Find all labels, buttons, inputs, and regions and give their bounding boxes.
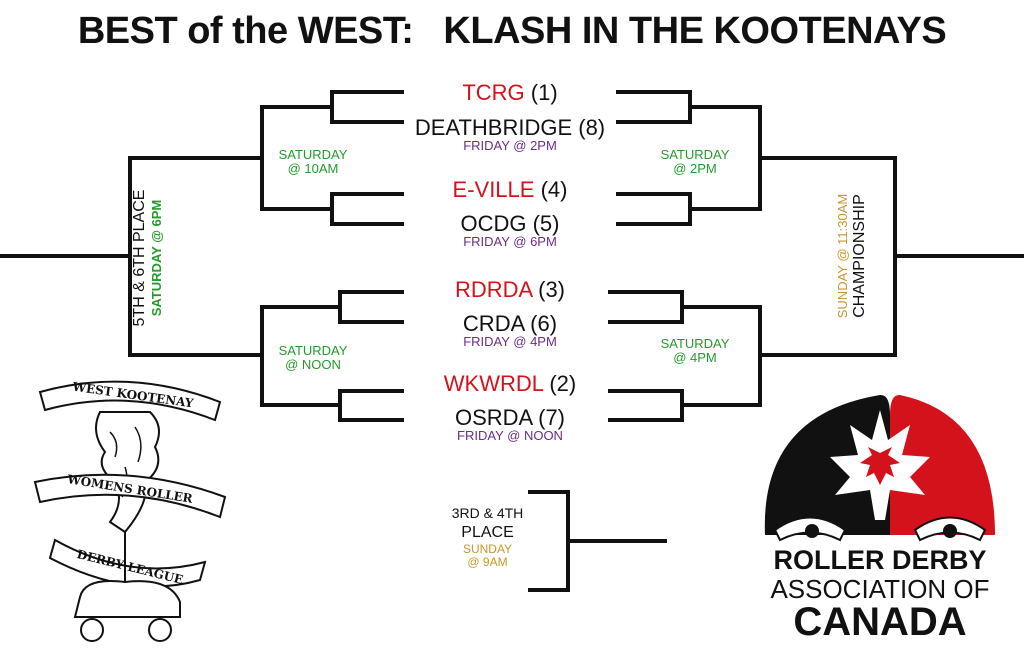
rdac-line2: ASSOCIATION OF (770, 574, 990, 604)
qf4-team1: WKWRDL (2) (380, 371, 640, 397)
championship-title: CHAMPIONSHIP (851, 194, 868, 318)
game-time: @ NOON (285, 357, 341, 372)
game-day: SATURDAY (660, 147, 730, 162)
game-day: SUNDAY (462, 542, 513, 556)
qf3-time: FRIDAY @ 4PM (463, 334, 557, 349)
fifth-place-time: SATURDAY @ 6PM (149, 168, 164, 348)
qf1-team2: DEATHBRIDGE (8) (380, 115, 640, 141)
third-place-line2: PLACE (461, 524, 514, 541)
game-day: SATURDAY (660, 336, 730, 351)
team-seed: (7) (538, 405, 566, 430)
team-name: DEATHBRIDGE (414, 115, 573, 140)
rdac-helmet-logo (764, 394, 995, 542)
qf1-team1: TCRG (1) (380, 80, 640, 106)
fifth-place-label: 5TH & 6TH PLACE SATURDAY @ 6PM (130, 168, 174, 348)
wk-logo-art (33, 380, 227, 642)
semi-bottom-label: SATURDAY @ 4PM (650, 337, 740, 365)
game-time: @ 4PM (673, 350, 717, 365)
cons-semi-top-label: SATURDAY @ 10AM (268, 148, 358, 176)
rdac-line1: ROLLER DERBY (773, 545, 987, 575)
wk-skate (73, 580, 181, 618)
qf2-team2: OCDG (5) (380, 211, 640, 237)
fifth-place-title: 5TH & 6TH PLACE (131, 189, 148, 327)
qf4-time: FRIDAY @ NOON (457, 428, 563, 443)
team-seed: (3) (538, 277, 566, 302)
poster-title: BEST of the WEST: KLASH IN THE KOOTENAYS (0, 10, 1024, 53)
wk-banner-top (38, 380, 222, 422)
game-time: @ 11:30AM (835, 193, 850, 262)
third-place-bracket (528, 490, 570, 592)
rdac-small-leaf (860, 447, 900, 485)
rdac-helmet-black (764, 394, 890, 535)
team-seed: (4) (540, 177, 568, 202)
wk-banner-middle (33, 473, 227, 519)
rdac-eyes (773, 516, 987, 542)
wk-banner-bottom (48, 538, 207, 588)
semi-top-label: SATURDAY @ 2PM (650, 148, 740, 176)
team-name: E-VILLE (452, 177, 535, 202)
game-day: SUNDAY (835, 265, 850, 319)
title-left: BEST of the WEST: (77, 10, 414, 52)
team-name: OSRDA (454, 405, 532, 430)
third-place-label: 3RD & 4TH PLACE SUNDAY @ 9AM (440, 503, 535, 569)
team-seed: (6) (530, 311, 558, 336)
game-day: SATURDAY (278, 147, 348, 162)
game-day: SATURDAY (278, 343, 348, 358)
game-time: @ 9AM (467, 555, 508, 569)
third-place-line1: 3RD & 4TH (451, 505, 524, 521)
qf3-team2: CRDA (6) (380, 311, 640, 337)
team-name: CRDA (462, 311, 525, 336)
rdac-line3: CANADA (793, 600, 967, 644)
team-name: RDRDA (454, 277, 532, 302)
cons-semi-bottom-label: SATURDAY @ NOON (268, 344, 358, 372)
qf1-time: FRIDAY @ 2PM (463, 138, 557, 153)
west-kootenay-logo: WEST KOOTENAY WOMENS ROLLER DERBY LEAGUE (30, 372, 230, 652)
qf4-team2: OSRDA (7) (380, 405, 640, 431)
rdac-helmet-red (890, 394, 995, 535)
team-seed: (1) (530, 80, 558, 105)
team-name: TCRG (462, 80, 525, 105)
team-seed: (2) (549, 371, 577, 396)
game-day: SATURDAY (149, 246, 164, 317)
wk-figure (95, 411, 160, 534)
title-right: KLASH IN THE KOOTENAYS (443, 10, 947, 52)
championship-time: SUNDAY @ 11:30AM (835, 166, 850, 346)
qf2-time: FRIDAY @ 6PM (463, 234, 557, 249)
qf2-team1: E-VILLE (4) (380, 177, 640, 203)
championship-label: SUNDAY @ 11:30AM CHAMPIONSHIP (835, 166, 880, 346)
game-time: @ 10AM (287, 161, 339, 176)
game-time: @ 6PM (149, 199, 164, 243)
team-seed: (5) (532, 211, 560, 236)
team-seed: (8) (578, 115, 606, 140)
game-time: @ 2PM (673, 161, 717, 176)
qf3-team1: RDRDA (3) (380, 277, 640, 303)
team-name: WKWRDL (443, 371, 544, 396)
team-name: OCDG (460, 211, 527, 236)
